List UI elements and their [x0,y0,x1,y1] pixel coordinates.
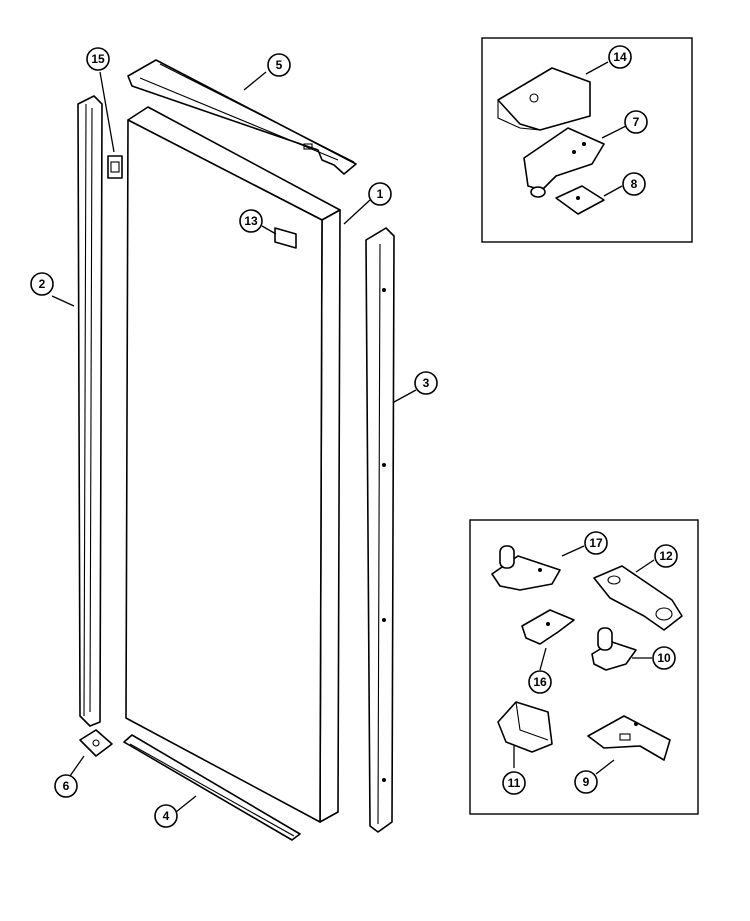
hinge-pin-10 [591,627,637,671]
clip-part-15 [107,155,123,179]
hinge-cover [497,67,591,131]
hinge-pin-bracket-17 [491,545,561,591]
door-top-cap [127,59,357,175]
svg-text:16: 16 [533,675,547,689]
hinge-shim [555,185,605,215]
svg-text:5: 5 [276,58,283,72]
hinge-cover-11 [497,701,553,753]
svg-text:15: 15 [91,52,105,66]
callout-13: 13 [239,209,263,233]
svg-text:13: 13 [244,214,258,228]
svg-text:14: 14 [613,50,627,64]
svg-text:2: 2 [39,277,46,291]
callout-6: 6 [54,774,78,798]
callout-8: 8 [622,172,646,196]
callout-3: 3 [414,371,438,395]
svg-text:10: 10 [657,651,671,665]
left-trim-strip [77,95,103,727]
svg-text:1: 1 [377,187,384,201]
svg-text:6: 6 [63,779,70,793]
callout-17: 17 [584,531,608,555]
svg-text:8: 8 [631,177,638,191]
svg-text:9: 9 [583,775,590,789]
hinge-inset-top [481,37,693,243]
svg-text:7: 7 [633,115,640,129]
svg-text:11: 11 [508,776,521,790]
callout-5: 5 [267,53,291,77]
callout-12: 12 [654,544,678,568]
callout-1: 1 [368,182,392,206]
hinge-bracket [523,127,605,198]
right-trim-strip [365,227,395,833]
hinge-inset-bottom [469,519,699,815]
svg-text:17: 17 [589,536,603,550]
callout-14: 14 [608,45,632,69]
hinge-angle-bracket-16 [521,609,575,645]
hinge-bracket-9 [587,715,671,761]
hinge-plate-12 [593,565,683,631]
callout-15: 15 [86,47,110,71]
callout-4: 4 [154,804,178,828]
callout-9: 9 [574,770,598,794]
svg-text:12: 12 [659,549,673,563]
svg-text:4: 4 [163,809,170,823]
callout-16: 16 [528,670,552,694]
callout-10: 10 [652,646,676,670]
leader-lines [51,61,655,813]
door-label [274,227,297,249]
bottom-clip-part-6 [79,729,113,757]
callout-11: 11 [502,771,526,795]
bottom-trim-strip [123,734,301,841]
callout-2: 2 [30,272,54,296]
svg-text:3: 3 [423,376,430,390]
door-panel [125,106,341,823]
callout-7: 7 [624,110,648,134]
